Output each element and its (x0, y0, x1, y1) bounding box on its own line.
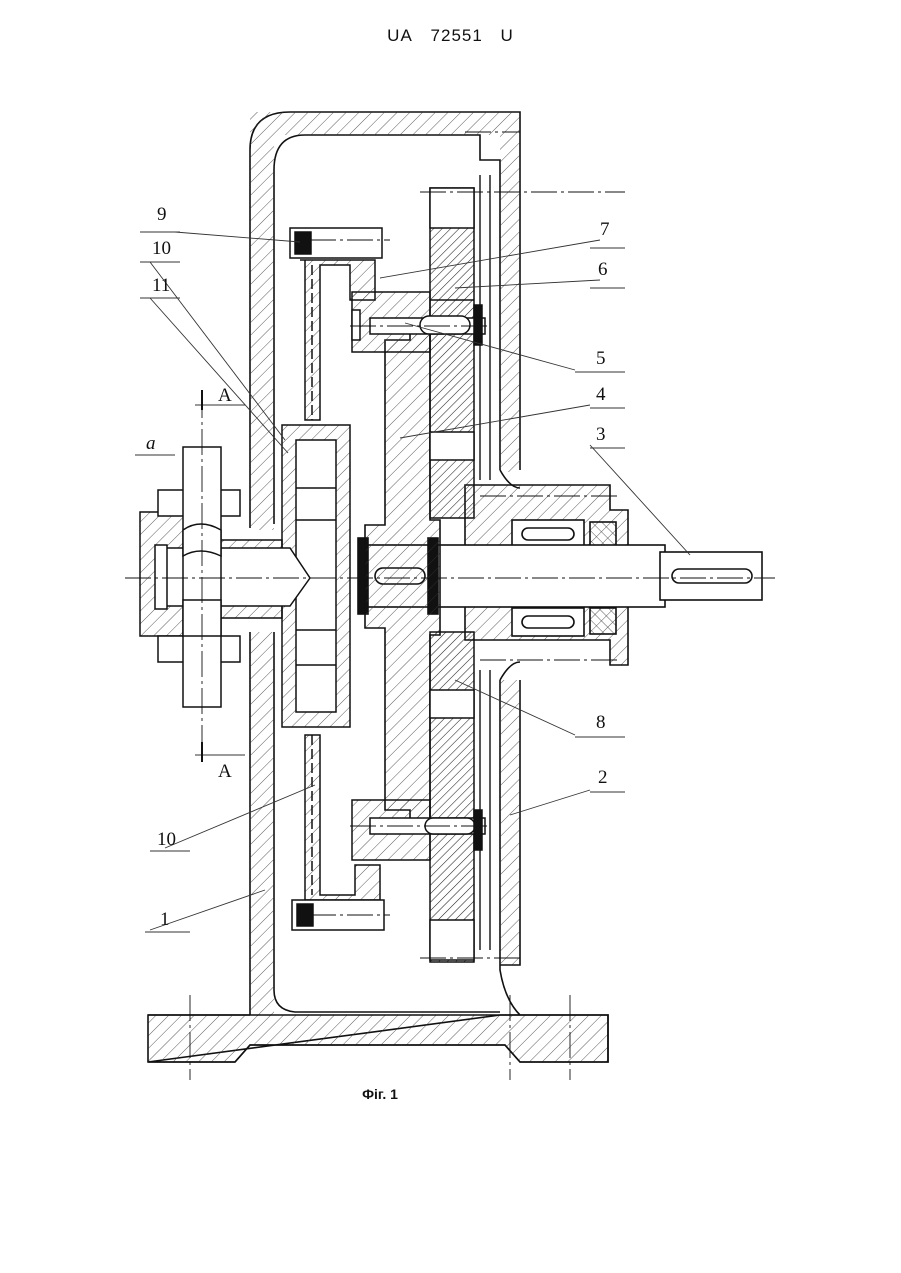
section-label-a-bottom: A (218, 761, 232, 782)
gear-upper (430, 188, 474, 518)
label-4: 4 (596, 384, 606, 405)
label-10-top: 10 (152, 238, 171, 259)
label-10-bottom: 10 (157, 829, 176, 850)
label-6: 6 (598, 259, 608, 280)
section-label-a-top: A (218, 385, 232, 406)
label-a: a (146, 433, 156, 454)
carrier-disk (365, 320, 440, 830)
label-1: 1 (160, 909, 170, 930)
label-3: 3 (596, 424, 606, 445)
label-11: 11 (152, 275, 170, 296)
gear-lower (430, 632, 474, 962)
label-5: 5 (596, 348, 606, 369)
label-9: 9 (157, 204, 167, 225)
label-8: 8 (596, 712, 606, 733)
figure-caption: Фіг. 1 (0, 1086, 760, 1102)
label-2: 2 (598, 767, 608, 788)
label-7: 7 (600, 219, 610, 240)
